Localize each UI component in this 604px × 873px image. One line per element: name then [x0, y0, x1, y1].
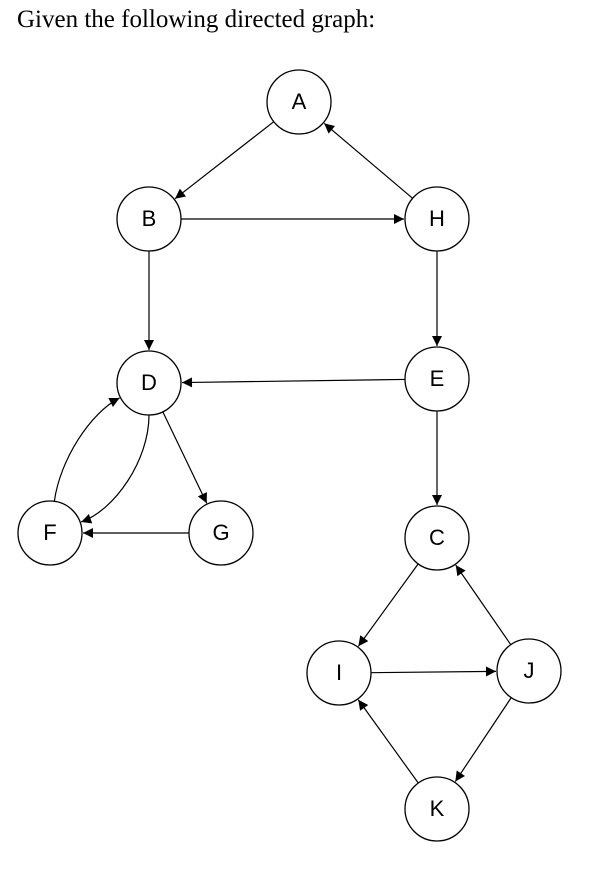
node-circle [306, 640, 372, 706]
node-a: A [266, 69, 332, 135]
node-d: D [116, 350, 182, 416]
node-label: G [212, 520, 229, 545]
edge-f-to-d [53, 397, 120, 502]
node-label: B [142, 206, 157, 231]
edge-c-to-i [357, 563, 419, 647]
edge-h-to-a [323, 122, 413, 199]
question-prompt: Given the following directed graph: [17, 6, 376, 33]
node-circle [404, 186, 470, 252]
node-label: K [430, 796, 445, 821]
node-h: H [404, 186, 470, 252]
node-label: A [292, 89, 307, 114]
node-label: F [43, 520, 56, 545]
node-circle [404, 776, 470, 842]
edge-a-to-b [174, 121, 275, 200]
node-f: F [17, 500, 83, 566]
node-i: I [306, 640, 372, 706]
node-circle [116, 186, 182, 252]
edge-j-to-c [455, 564, 512, 646]
edge-i-to-j [370, 666, 497, 677]
node-label: J [524, 658, 535, 683]
node-label: H [429, 206, 445, 231]
node-k: K [404, 776, 470, 842]
node-circle [266, 69, 332, 135]
node-j: J [496, 638, 562, 704]
node-circle [404, 346, 470, 412]
node-label: C [429, 525, 445, 550]
node-b: B [116, 186, 182, 252]
node-circle [116, 350, 182, 416]
edge-j-to-k [454, 697, 512, 782]
node-label: E [430, 366, 445, 391]
node-circle [188, 500, 254, 566]
node-g: G [188, 500, 254, 566]
edges-layer [53, 121, 512, 784]
node-circle [496, 638, 562, 704]
node-circle [17, 500, 83, 566]
edge-d-to-f [80, 414, 150, 524]
node-label: D [141, 370, 157, 395]
node-c: C [404, 505, 470, 571]
node-label: I [336, 660, 342, 685]
node-e: E [404, 346, 470, 412]
node-circle [404, 505, 470, 571]
edge-d-to-g [162, 411, 208, 504]
edge-k-to-i [357, 699, 419, 784]
nodes-layer: A B H D E F G C I J K [17, 69, 562, 842]
edge-e-to-d [181, 377, 406, 388]
